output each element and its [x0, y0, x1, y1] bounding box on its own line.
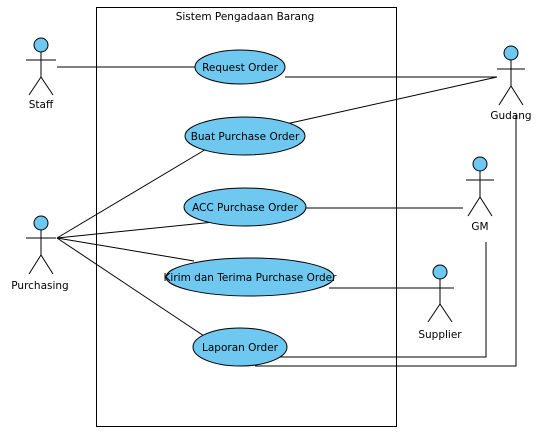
- use-case-acc-purchase-order[interactable]: ACC Purchase Order: [183, 187, 307, 227]
- actor-purchasing[interactable]: Purchasing: [11, 215, 69, 292]
- actor-label: Supplier: [418, 329, 462, 341]
- assoc-purchasing-acc: [56, 221, 215, 239]
- actor-label: GM: [471, 221, 488, 233]
- assoc-buat-gudang: [285, 76, 498, 125]
- system-title: Sistem Pengadaan Barang: [176, 11, 315, 23]
- assoc-laporan-gm: [255, 242, 487, 358]
- use-case-request-order[interactable]: Request Order: [194, 49, 286, 85]
- actor-label: Staff: [29, 99, 54, 111]
- use-case-buat-purchase-order[interactable]: Buat Purchase Order: [184, 116, 306, 156]
- use-case-label: Request Order: [202, 62, 279, 74]
- actor-label: Gudang: [490, 110, 531, 122]
- use-case-laporan-order[interactable]: Laporan Order: [192, 327, 288, 367]
- assoc-laporan-gudang: [255, 115, 517, 367]
- use-case-label: Buat Purchase Order: [191, 131, 300, 143]
- actor-supplier[interactable]: Supplier: [418, 264, 462, 341]
- associations: [56, 66, 517, 367]
- actor-gudang[interactable]: Gudang: [490, 45, 532, 122]
- use-case-label: ACC Purchase Order: [192, 202, 299, 214]
- actor-staff[interactable]: Staff: [26, 37, 56, 111]
- actor-label: Purchasing: [11, 280, 68, 292]
- assoc-purchasing-buat: [56, 147, 209, 239]
- use-case-label: Kirim dan Terima Purchase Order: [164, 272, 338, 284]
- use-case-label: Laporan Order: [202, 342, 279, 354]
- actor-gm[interactable]: GM: [466, 156, 494, 233]
- assoc-purchasing-kirim: [56, 237, 195, 262]
- assoc-purchasing-laporan: [56, 237, 205, 337]
- use-case-kirim-terima-purchase-order[interactable]: Kirim dan Terima Purchase Order: [164, 257, 338, 297]
